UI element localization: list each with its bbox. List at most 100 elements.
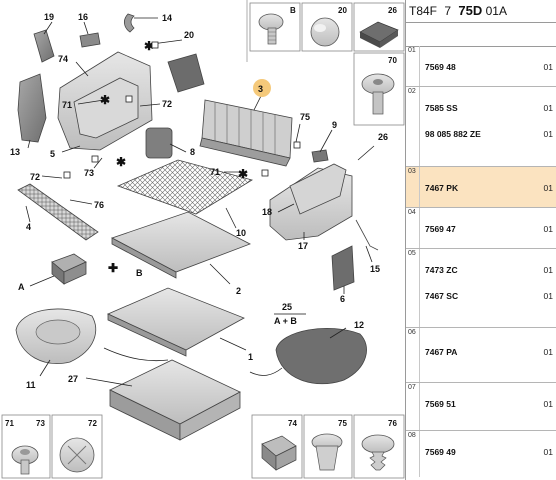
callout-label: 18 bbox=[262, 207, 272, 217]
header-code-b: 7 bbox=[444, 4, 452, 18]
callout-label: 72 bbox=[30, 172, 40, 182]
part-8-cover bbox=[145, 127, 173, 159]
callout-label: A + B bbox=[274, 316, 297, 326]
parts-rows: 01 7569 48 01 02 7585 SS 01 98 085 882 Z… bbox=[406, 46, 556, 477]
row-ref-2: 7467 SC bbox=[425, 291, 459, 301]
part-1-floor-panel bbox=[107, 287, 245, 351]
callout-label: A bbox=[18, 282, 25, 292]
callout-label: 74 bbox=[58, 54, 68, 64]
callout-label: 73 bbox=[84, 168, 94, 178]
row-ref: 7569 51 bbox=[425, 399, 456, 409]
part-9-clip bbox=[311, 149, 329, 163]
callout-label: 13 bbox=[10, 147, 20, 157]
row-qty: 01 bbox=[543, 183, 553, 193]
parts-row-highlighted[interactable]: 03 7467 PK 01 bbox=[406, 167, 556, 208]
fastener-box-label: 75 bbox=[338, 419, 347, 428]
row-qty: 01 bbox=[543, 62, 553, 72]
part-14-hook bbox=[124, 13, 135, 33]
fastener-box-74: 74 bbox=[251, 414, 303, 479]
header-code-a: T84F bbox=[409, 4, 438, 18]
part-10-cargo-net bbox=[116, 159, 254, 215]
callout-label: 17 bbox=[298, 241, 308, 251]
callout-label: B bbox=[136, 268, 143, 278]
callout-label: 11 bbox=[26, 380, 36, 390]
fastener-box-label: 26 bbox=[388, 6, 397, 15]
part-3-rear-panel bbox=[199, 99, 293, 167]
row-index: 08 bbox=[408, 432, 416, 439]
fastener-box-26: 26 bbox=[353, 2, 405, 52]
fastener-box-71-73: 71 73 bbox=[1, 414, 51, 479]
callout-label: 4 bbox=[26, 222, 31, 232]
fastener-box-label: 72 bbox=[88, 419, 97, 428]
callout-label: 16 bbox=[78, 12, 88, 22]
callout-label: 15 bbox=[370, 264, 380, 274]
row-ref: 7585 SS bbox=[425, 103, 458, 113]
parts-row[interactable]: 05 7473 ZC 01 7467 SC 01 bbox=[406, 249, 556, 328]
screw-icon bbox=[258, 13, 284, 45]
parts-row[interactable]: 08 7569 49 01 bbox=[406, 431, 556, 477]
fastener-box-70: 70 bbox=[353, 52, 405, 126]
fastener-box-label: 74 bbox=[288, 419, 297, 428]
row-ref-2: 98 085 882 ZE bbox=[425, 129, 481, 139]
fixing-markers: ✱ ✱ ✱ ✱ ✚ bbox=[100, 39, 248, 275]
parts-list-header: T84F 7 75D 01A bbox=[406, 0, 556, 23]
callout-label: 6 bbox=[340, 294, 345, 304]
fastener-box-72: 72 bbox=[51, 414, 103, 479]
push-clip-icon bbox=[311, 433, 343, 471]
parts-row[interactable]: 07 7569 51 01 bbox=[406, 383, 556, 431]
part-2-floor-board bbox=[110, 211, 251, 273]
parts-row[interactable]: 04 7569 47 01 bbox=[406, 208, 556, 249]
row-ref: 7569 49 bbox=[425, 447, 456, 457]
callout-label: 26 bbox=[378, 132, 388, 142]
row-qty: 01 bbox=[543, 103, 553, 113]
callout-label: 8 bbox=[190, 147, 195, 157]
row-qty: 01 bbox=[543, 447, 553, 457]
part-15-rod bbox=[355, 219, 379, 251]
parts-row[interactable]: 06 7467 PA 01 bbox=[406, 328, 556, 383]
fastener-box-label: 76 bbox=[388, 419, 397, 428]
callout-label: 19 bbox=[44, 12, 54, 22]
parts-row[interactable]: 01 7569 48 01 bbox=[406, 46, 556, 87]
plug-cap-icon bbox=[310, 17, 340, 47]
header-code-d: 01A bbox=[485, 4, 507, 18]
callout-label: 20 bbox=[184, 30, 194, 40]
part-4-grille bbox=[17, 183, 99, 241]
row-qty-2: 01 bbox=[543, 129, 553, 139]
row-index: 01 bbox=[408, 47, 416, 54]
diagram-canvas: B 20 26 70 71 7 bbox=[1, 0, 405, 479]
callout-label: 27 bbox=[68, 374, 78, 384]
row-qty: 01 bbox=[543, 399, 553, 409]
callout-label: 12 bbox=[354, 320, 364, 330]
row-ref: 7569 48 bbox=[425, 62, 456, 72]
svg-text:✱: ✱ bbox=[238, 167, 248, 181]
svg-text:✚: ✚ bbox=[108, 261, 118, 275]
row-index: 02 bbox=[408, 88, 416, 95]
callout-label: 71 bbox=[210, 167, 220, 177]
clip-nut-icon bbox=[59, 437, 95, 473]
callout-label: 14 bbox=[162, 13, 172, 23]
part-20-bracket bbox=[167, 53, 205, 93]
callout-label: 10 bbox=[236, 228, 246, 238]
callout-label: 2 bbox=[236, 286, 241, 296]
row-index: 07 bbox=[408, 384, 416, 391]
row-qty: 01 bbox=[543, 224, 553, 234]
fastener-box-label: 20 bbox=[338, 6, 347, 15]
svg-text:✱: ✱ bbox=[116, 155, 126, 169]
callout-label: 75 bbox=[300, 112, 310, 122]
callout-label: 25 bbox=[282, 302, 292, 312]
push-rivet-icon bbox=[361, 73, 395, 115]
parts-row[interactable]: 02 7585 SS 01 98 085 882 ZE 01 bbox=[406, 87, 556, 167]
foam-block-icon bbox=[359, 21, 399, 48]
fastener-box-label: 71 bbox=[5, 419, 14, 428]
row-ref: 7467 PK bbox=[425, 183, 459, 193]
row-index: 05 bbox=[408, 250, 416, 257]
callout-labels: 19 16 14 20 74 71 72 3 75 9 26 13 5 8 73… bbox=[10, 12, 388, 390]
callout-label: 72 bbox=[162, 99, 172, 109]
row-qty: 01 bbox=[543, 347, 553, 357]
part-12-round-tray bbox=[275, 328, 367, 385]
row-ref: 7569 47 bbox=[425, 224, 456, 234]
svg-text:✱: ✱ bbox=[100, 93, 110, 107]
fastener-box-label: 70 bbox=[388, 56, 397, 65]
callout-label: 71 bbox=[62, 100, 72, 110]
row-qty-2: 01 bbox=[543, 291, 553, 301]
